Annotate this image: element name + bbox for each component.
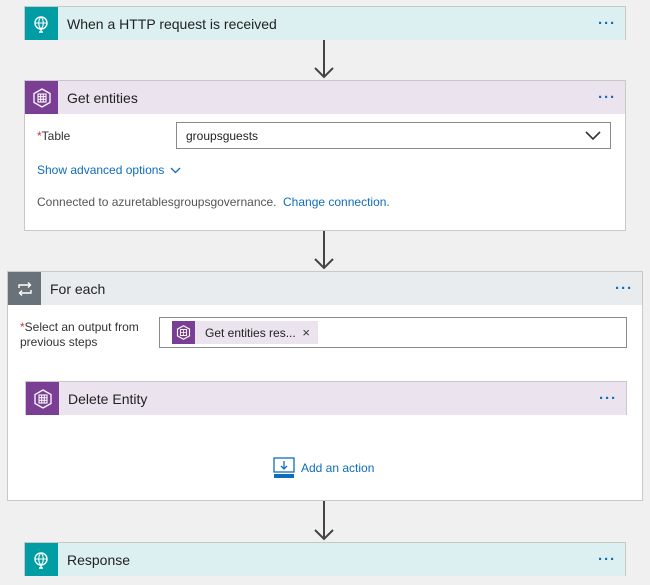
azure-table-icon	[26, 382, 59, 415]
response-more-options-icon[interactable]: ···	[598, 551, 616, 568]
get-entities-more-options-icon[interactable]: ···	[598, 89, 616, 106]
loop-icon	[8, 272, 41, 305]
token-label: Get entities res...	[205, 325, 296, 340]
trigger-title: When a HTTP request is received	[67, 15, 277, 32]
show-advanced-options-text: Show advanced options	[37, 163, 165, 177]
connection-status-text: Connected to azuretablesgroupsgovernance…	[37, 195, 277, 209]
add-action-icon	[273, 457, 295, 478]
flow-arrow-icon	[314, 231, 334, 270]
flow-arrow-icon	[314, 501, 334, 541]
trigger-more-options-icon[interactable]: ···	[598, 15, 616, 32]
response-title: Response	[67, 551, 131, 568]
table-select[interactable]: groupsguests	[176, 122, 611, 149]
select-output-label-line2: previous steps	[20, 335, 98, 349]
trigger-card-header[interactable]: When a HTTP request is received ···	[25, 7, 625, 40]
add-action-button[interactable]: Add an action	[273, 457, 374, 479]
table-label-text: Table	[41, 129, 71, 143]
flow-arrow-icon	[314, 40, 334, 79]
token-remove-icon[interactable]: ×	[302, 325, 310, 340]
azure-table-icon	[25, 81, 58, 114]
delete-entity-header[interactable]: Delete Entity ···	[26, 382, 626, 415]
trigger-card[interactable]: When a HTTP request is received ···	[24, 6, 626, 40]
change-connection-link[interactable]: Change connection.	[283, 195, 390, 209]
response-card[interactable]: Response ···	[24, 542, 626, 576]
http-request-icon	[25, 7, 58, 40]
select-output-input[interactable]: Get entities res... ×	[159, 317, 627, 348]
delete-entity-card[interactable]: Delete Entity ···	[25, 381, 627, 415]
dynamic-content-token[interactable]: Get entities res... ×	[172, 321, 318, 344]
show-advanced-options-link[interactable]: Show advanced options	[37, 163, 181, 177]
response-header[interactable]: Response ···	[25, 543, 625, 576]
table-field-label: *Table	[37, 129, 70, 143]
for-each-title: For each	[50, 280, 106, 297]
required-marker: *	[37, 129, 42, 143]
select-output-label-line1: Select an output from	[24, 320, 139, 334]
for-each-card[interactable]: For each ··· *Select an output from prev…	[7, 271, 643, 501]
table-select-value: groupsguests	[186, 128, 259, 143]
delete-entity-title: Delete Entity	[68, 390, 148, 407]
get-entities-card[interactable]: Get entities ··· *Table groupsguests Sho…	[24, 80, 626, 231]
for-each-header[interactable]: For each ···	[8, 272, 642, 305]
required-marker: *	[20, 320, 25, 334]
select-output-label: *Select an output from previous steps	[20, 320, 139, 350]
get-entities-header[interactable]: Get entities ···	[25, 81, 625, 114]
delete-entity-more-options-icon[interactable]: ···	[599, 390, 617, 407]
http-response-icon	[25, 543, 58, 576]
azure-table-icon	[172, 321, 195, 344]
chevron-down-icon	[585, 130, 601, 140]
add-action-label: Add an action	[301, 461, 375, 475]
get-entities-title: Get entities	[67, 89, 138, 106]
chevron-down-icon	[170, 167, 181, 173]
for-each-more-options-icon[interactable]: ···	[615, 280, 633, 297]
